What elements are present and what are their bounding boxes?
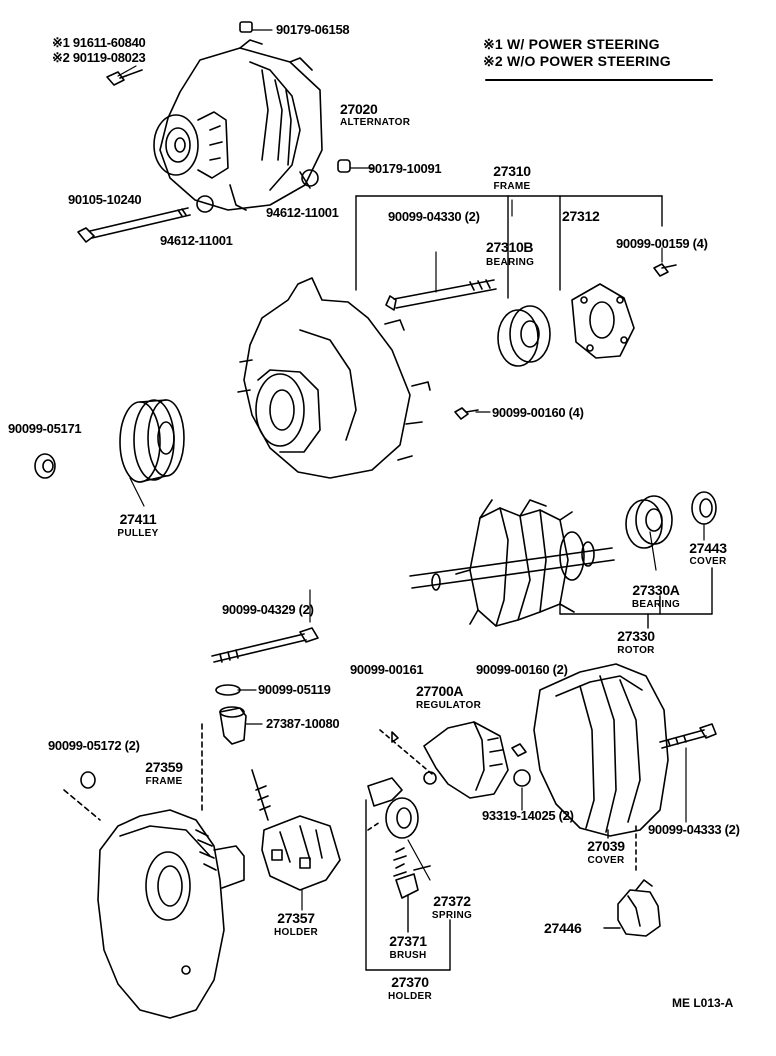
variant-1-part-number: ※1 91611-60840	[52, 35, 146, 50]
brush-holder-27370-drawing	[367, 777, 419, 899]
part-94612-11001-b: 94612-11001	[266, 205, 339, 220]
rear-frame-27359-drawing	[97, 809, 245, 1019]
part-27020-name: ALTERNATOR	[340, 117, 411, 128]
leader-dashed-1	[63, 789, 101, 821]
part-27330: 27330	[617, 628, 655, 644]
part-27446: 27446	[544, 920, 582, 936]
part-27411: 27411	[119, 511, 157, 527]
screw-90099-00161	[391, 731, 399, 743]
part-94612-11001-a: 94612-11001	[160, 233, 233, 248]
part-90099-00160-4: 90099-00160 (4)	[492, 405, 584, 420]
part-27357-name: HOLDER	[273, 927, 319, 938]
part-27371: 27371	[389, 933, 427, 949]
part-27411-name: PULLEY	[117, 528, 159, 539]
part-27357: 27357	[277, 910, 315, 926]
part-27370-name: HOLDER	[387, 991, 433, 1002]
leader-dashed-3	[379, 729, 433, 775]
drive-end-frame-drawing	[237, 277, 431, 479]
part-90179-10091: 90179-10091	[368, 161, 442, 176]
part-90099-05171: 90099-05171	[8, 421, 82, 436]
regulator-27700a-drawing	[423, 721, 509, 799]
variant-2-part-number: ※2 90119-08023	[52, 50, 146, 65]
washer-93319	[513, 769, 531, 787]
part-90099-00160-2: 90099-00160 (2)	[476, 662, 568, 677]
part-90179-06158: 90179-06158	[276, 22, 350, 37]
leader-lines	[117, 29, 705, 911]
alternator-assembly-drawing	[106, 21, 351, 211]
part-27310-name: FRAME	[493, 181, 531, 192]
washer-w-1	[196, 195, 214, 213]
part-93319-14025: 93319-14025 (2)	[482, 808, 574, 823]
nut-90099-05171-drawing	[34, 453, 56, 479]
holder-group-bracket	[365, 799, 451, 971]
retainer-plate-27312-drawing	[571, 283, 635, 359]
pulley-27411-drawing	[119, 399, 185, 483]
part-27039-name: COVER	[587, 855, 625, 866]
screw-90099-00160	[454, 407, 469, 420]
insulator-27387-drawing	[219, 706, 247, 745]
washer-90099-05119	[215, 684, 241, 696]
part-27443: 27443	[689, 540, 727, 556]
part-27310b-name: BEARING	[486, 257, 535, 268]
part-27310: 27310	[493, 163, 531, 179]
part-27359: 27359	[145, 759, 183, 775]
part-27372-name: SPRING	[431, 910, 473, 921]
through-bolt-90099-04329-drawing	[211, 627, 319, 663]
part-27330a: 27330A	[632, 582, 680, 598]
legend-line-1: ※1 W/ POWER STEERING	[483, 36, 660, 52]
part-90099-05119: 90099-05119	[258, 682, 331, 697]
legend-line-2: ※2 W/O POWER STEERING	[483, 53, 671, 69]
part-90099-00161: 90099-00161	[350, 662, 424, 677]
washer-w-2	[301, 169, 319, 187]
brush-holder-27357-drawing	[251, 769, 341, 891]
rotor-27330-drawing	[409, 499, 615, 627]
part-27443-name: COVER	[689, 556, 727, 567]
nut-90099-05172	[80, 771, 96, 789]
cover-27443-drawing	[691, 491, 717, 525]
part-27312: 27312	[562, 208, 600, 224]
diagram-code: ME L013-A	[672, 996, 734, 1010]
through-bolt-90099-04330-drawing	[385, 279, 497, 311]
part-27039: 27039	[587, 838, 625, 854]
screw-90099-00160-b	[511, 743, 527, 757]
rotor-group-bracket	[559, 567, 713, 629]
part-90099-04333: 90099-04333 (2)	[648, 822, 740, 837]
screw-90099-00159	[653, 263, 669, 277]
part-27310b: 27310B	[486, 239, 534, 255]
part-27359-name: FRAME	[145, 776, 183, 787]
bearing-27330a-drawing	[625, 495, 673, 549]
part-90099-00159: 90099-00159 (4)	[616, 236, 708, 251]
part-90105-10240: 90105-10240	[68, 192, 142, 207]
part-27372: 27372	[433, 893, 471, 909]
part-27700a-name: REGULATOR	[416, 700, 482, 711]
bolt-90099-04333-drawing	[659, 723, 717, 749]
part-90099-05172: 90099-05172 (2)	[48, 738, 140, 753]
part-27387-10080: 27387-10080	[266, 716, 340, 731]
part-90099-04329: 90099-04329 (2)	[222, 602, 314, 617]
part-27700a: 27700A	[416, 683, 464, 699]
clip-27446-drawing	[617, 879, 661, 937]
part-27330a-name: BEARING	[631, 599, 681, 610]
part-27371-name: BRUSH	[389, 950, 427, 961]
bolt-90105-10240-drawing	[77, 207, 191, 243]
part-90099-04330: 90099-04330 (2)	[388, 209, 480, 224]
end-cover-27039-drawing	[533, 663, 669, 837]
frame-group-bracket	[355, 195, 663, 299]
part-27330-name: ROTOR	[617, 645, 655, 656]
bearing-27310b-drawing	[497, 305, 551, 367]
part-27020: 27020	[340, 101, 378, 117]
part-27370: 27370	[391, 974, 429, 990]
